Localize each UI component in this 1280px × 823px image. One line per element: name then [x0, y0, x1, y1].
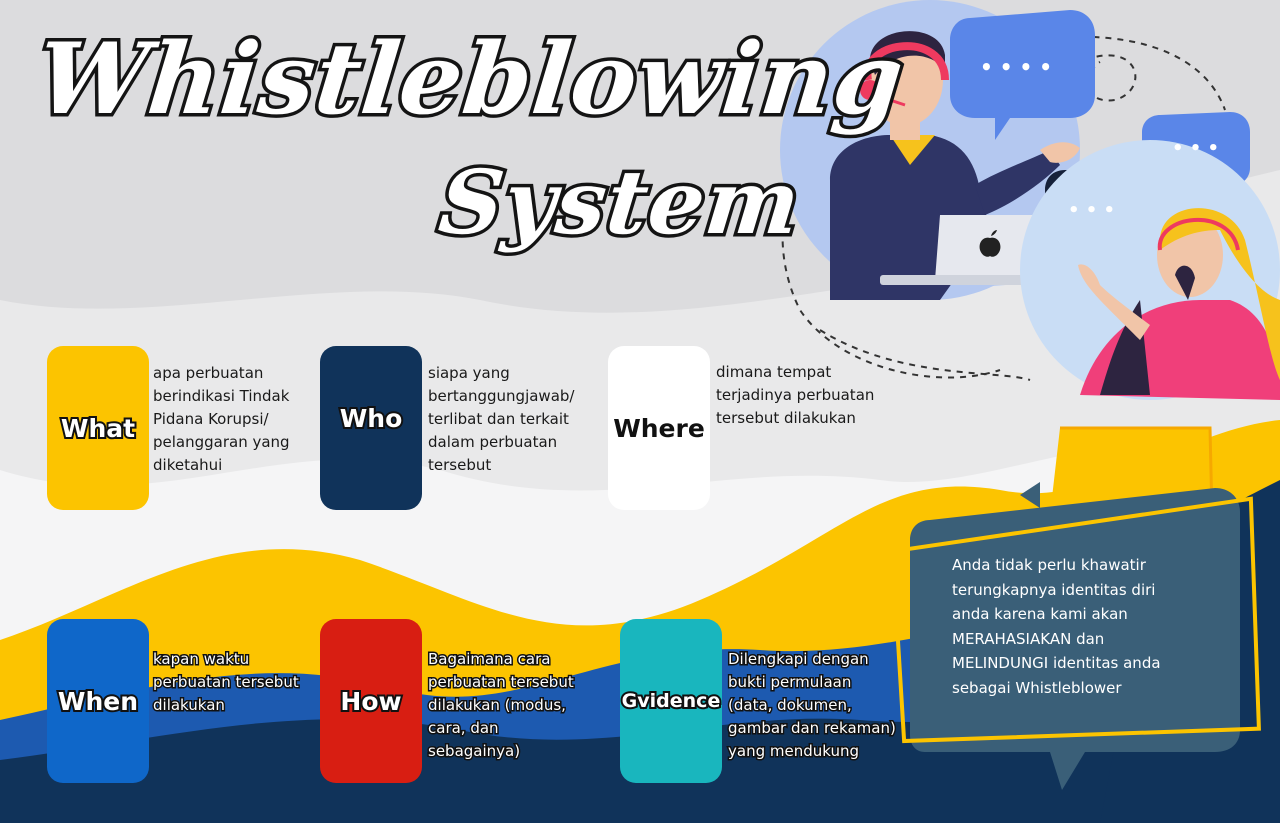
card-who: Who	[320, 346, 422, 510]
card-what-description: apa perbuatan berindikasi Tindak Pidana …	[153, 364, 290, 474]
card-evidence-label: Gvidence	[620, 688, 723, 714]
card-how-label: How	[338, 685, 403, 718]
card-who-description: siapa yang bertanggungjawab/ terlibat da…	[428, 364, 575, 474]
headset-icon	[863, 42, 949, 81]
card-who-label: Who	[338, 402, 405, 435]
card-evidence-description: Dilengkapi dengan bukti permulaan (data,…	[727, 649, 898, 762]
notice-panel	[910, 488, 1240, 790]
page-title-line1: Whistleblowing	[28, 19, 912, 141]
card-when-label: When	[56, 685, 140, 718]
card-what-label: What	[59, 412, 137, 445]
card-where: Where	[608, 346, 710, 510]
card-how: How	[320, 619, 422, 783]
card-evidence: Gvidence	[620, 619, 722, 783]
card-how-description: Bagaimana cara perbuatan tersebut dilaku…	[427, 649, 576, 762]
notice-text: Anda tidak perlu khawatir terungkapnya i…	[952, 556, 1161, 697]
speech-bubble-icon	[950, 10, 1095, 140]
card-where-label: Where	[613, 413, 705, 443]
card-when: When	[47, 619, 149, 783]
card-when-description: kapan waktu perbuatan tersebut dilakukan	[152, 649, 301, 716]
card-what: What	[47, 346, 149, 510]
bubble-dots-1: • • • •	[980, 55, 1053, 79]
apple-logo-icon	[979, 230, 1001, 257]
bubble-dots-3: • • •	[1068, 200, 1116, 221]
bubble-dots-2: • • •	[1172, 138, 1220, 159]
page-title-line2: System	[431, 147, 809, 258]
card-where-description: dimana tempat terjadinya perbuatan terse…	[716, 363, 875, 427]
